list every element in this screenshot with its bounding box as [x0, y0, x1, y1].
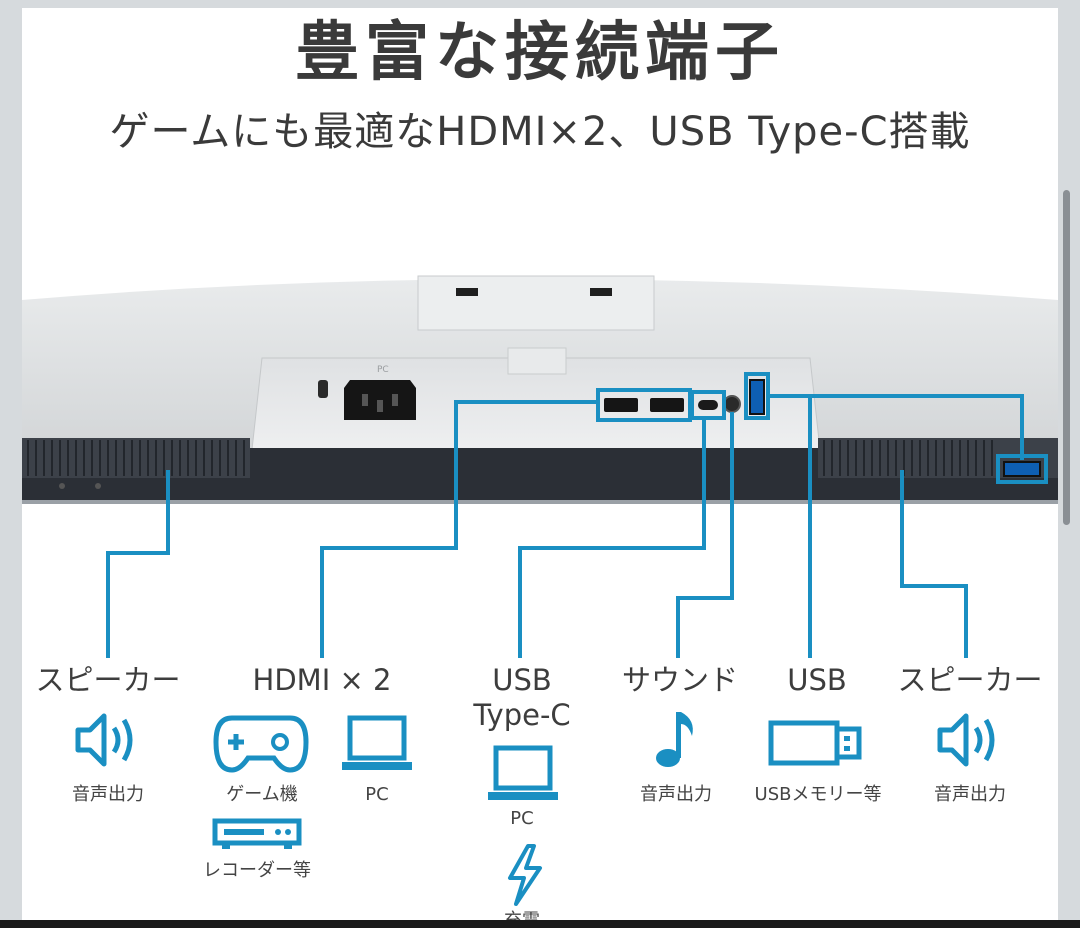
callout-usbc [518, 418, 706, 658]
usb-a-port-side [1003, 461, 1041, 477]
callout-usbc-box [690, 390, 726, 420]
lock-slot [318, 380, 328, 398]
port-label-sound: サウンド [621, 663, 738, 697]
product-image-card: 豊富な接続端子 ゲームにも最適なHDMI×2、USB Type-C搭載 PC [22, 8, 1058, 928]
port-label-usbc-line2: Type-C [473, 698, 571, 732]
port-label-speaker-left: スピーカー [35, 663, 181, 697]
hdmi-port-1 [604, 398, 638, 412]
scrollbar-thumb[interactable] [1063, 190, 1070, 525]
power-mark-label: PC [377, 365, 389, 375]
page-subtitle: ゲームにも最適なHDMI×2、USB Type-C搭載 [109, 109, 971, 155]
bezel-button-2 [95, 483, 101, 489]
hdmi-port-2 [650, 398, 684, 412]
lightning-icon [508, 844, 542, 906]
port-label-hdmi: HDMI × 2 [252, 663, 392, 697]
speaker-icon [937, 713, 995, 767]
stand-mount [417, 275, 655, 331]
page-title: 豊富な接続端子 [295, 16, 785, 90]
audio-jack [723, 395, 741, 413]
recorder-icon [212, 818, 302, 849]
left-speaker-grille [22, 438, 250, 478]
laptop-icon [342, 715, 412, 770]
callout-sound [676, 412, 734, 658]
laptop-icon [488, 745, 558, 800]
bottom-edge [0, 920, 1080, 928]
caption-sound: 音声出力 [640, 784, 712, 805]
port-label-usb: USB [787, 663, 847, 697]
caption-game-console: ゲーム機 [226, 784, 298, 805]
caption-recorder: レコーダー等 [203, 860, 311, 881]
usb-c-port [698, 400, 718, 410]
callout-right-speaker [900, 470, 968, 658]
callout-usb-side-box [996, 454, 1048, 484]
callout-lines [106, 372, 1048, 658]
stand-mount-slot-right [590, 288, 612, 296]
music-note-icon [656, 712, 693, 767]
usb-a-port-rear [749, 379, 765, 415]
caption-pc-hdmi: PC [365, 784, 389, 805]
stand-mount-slot-left [456, 288, 478, 296]
port-label-speaker-right: スピーカー [897, 663, 1043, 697]
port-well-tab [507, 347, 567, 375]
caption-speaker-right: 音声出力 [934, 784, 1006, 805]
caption-speaker-left: 音声出力 [72, 784, 144, 805]
port-label-usbc-line1: USB [492, 663, 552, 697]
bezel-button-1 [59, 483, 65, 489]
gamepad-icon [213, 715, 309, 773]
caption-pc-usbc: PC [510, 808, 534, 829]
monitor-rear-illustration: PC [22, 275, 1058, 658]
callout-hdmi [320, 400, 598, 658]
callout-usb [768, 394, 1024, 460]
caption-usb-memory: USBメモリー等 [754, 784, 882, 805]
speaker-icon [75, 713, 133, 767]
usb-stick-icon [768, 720, 862, 766]
callout-left-speaker [106, 470, 170, 658]
